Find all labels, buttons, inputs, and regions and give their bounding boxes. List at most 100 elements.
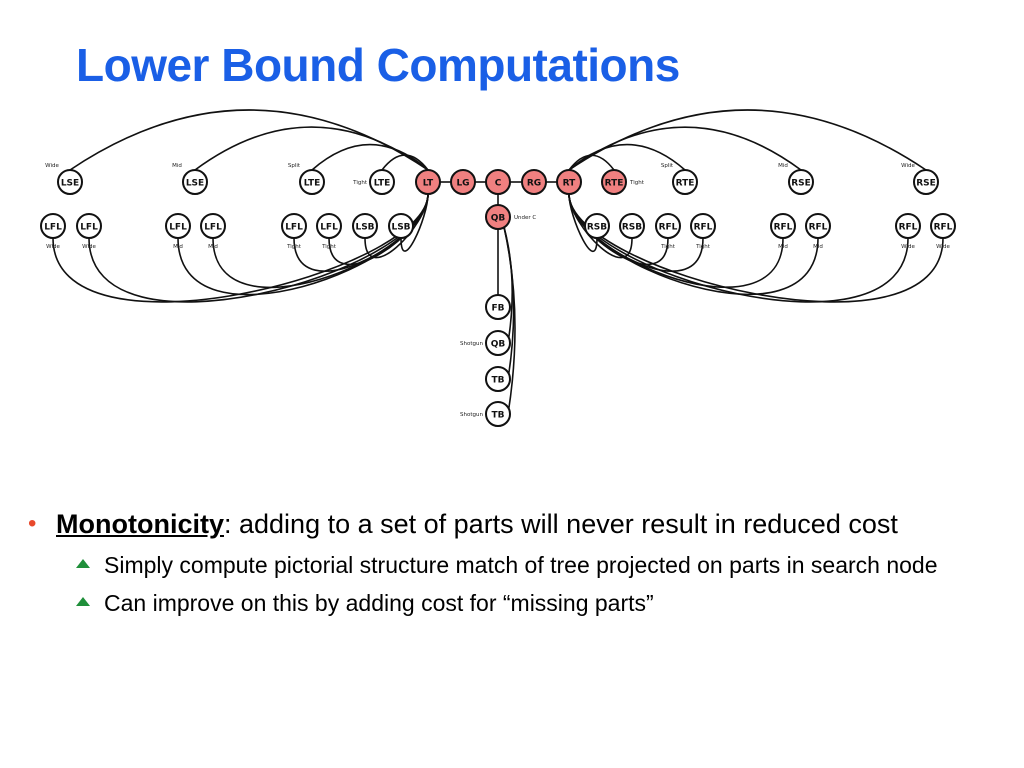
node-rsb1: RSB (584, 213, 610, 239)
triangle-bullet-icon (76, 559, 90, 568)
node-label: LSB (391, 223, 410, 233)
node-rt: RT (556, 169, 582, 195)
node-label: RT (563, 179, 577, 189)
node-label: RSB (587, 223, 607, 233)
node-circle (299, 169, 325, 195)
node-circle (770, 213, 796, 239)
node-rte1: RTE Tight (601, 169, 645, 195)
node-circle (913, 169, 939, 195)
node-label: TB (492, 411, 505, 421)
bullet-colon: : (223, 509, 232, 539)
node-lfl4: LFL Mid (200, 213, 226, 250)
node-circle (76, 213, 102, 239)
node-circle (584, 213, 610, 239)
node-circle (57, 169, 83, 195)
node-circle (485, 169, 511, 195)
edge-lte2-lt (381, 154, 429, 171)
node-circle (805, 213, 831, 239)
node-label: LFL (44, 223, 62, 233)
edge-lsb1-lt (364, 193, 429, 259)
node-circle (619, 213, 645, 239)
node-label: RFL (934, 223, 953, 233)
node-c: C (485, 169, 511, 195)
node-label: TB (492, 376, 505, 386)
bullet-dot-icon: • (28, 510, 37, 537)
node-tag: Wide (901, 163, 915, 169)
node-label: LG (456, 179, 469, 189)
node-circle (200, 213, 226, 239)
node-label: RFL (659, 223, 678, 233)
triangle-bullet-icon (76, 597, 90, 606)
node-circle (369, 169, 395, 195)
edge-lsb2-lt (400, 193, 429, 252)
node-label: LFL (285, 223, 303, 233)
node-label: RSE (791, 179, 811, 189)
node-tag: Wide (936, 244, 950, 250)
node-rfl1: RFL Tight (655, 213, 681, 250)
node-tag: Wide (901, 244, 915, 250)
node-circle (556, 169, 582, 195)
node-tag: Tight (660, 244, 676, 250)
sub-bullet-1: Simply compute pictorial structure match… (28, 549, 988, 581)
node-rsb2: RSB (619, 213, 645, 239)
node-rg: RG (521, 169, 547, 195)
node-tb2: TB Shotgun (460, 401, 511, 427)
sub-bullet-2: Can improve on this by adding cost for “… (28, 587, 988, 619)
node-tag: Shotgun (460, 412, 483, 418)
bullet-term: Monotonicity (56, 509, 224, 539)
node-tag: Wide (45, 163, 59, 169)
node-tag: Tight (286, 244, 302, 250)
node-fb: FB (485, 294, 511, 320)
node-lfl5: LFL Tight (281, 213, 307, 250)
node-tag: Wide (82, 244, 96, 250)
node-tag: Mid (778, 244, 788, 250)
node-circle (40, 213, 66, 239)
node-circle (895, 213, 921, 239)
node-label: LTE (304, 179, 321, 189)
node-label: RSB (622, 223, 642, 233)
node-circle (485, 204, 511, 230)
slide-title: Lower Bound Computations (76, 39, 680, 91)
node-circle (485, 330, 511, 356)
node-tag: Tight (629, 180, 645, 186)
node-rfl6: RFL Wide (930, 213, 956, 250)
node-circle (182, 169, 208, 195)
node-tag: Shotgun (460, 341, 483, 347)
node-label: RG (527, 179, 541, 189)
node-tag: Mid (208, 244, 218, 250)
sub-bullet-text: Simply compute pictorial structure match… (104, 552, 938, 578)
node-circle (450, 169, 476, 195)
node-circle (485, 366, 511, 392)
node-lsb2: LSB (388, 213, 414, 239)
node-label: C (495, 179, 502, 189)
node-label: LSE (186, 179, 204, 189)
edge-lte1-lt (311, 143, 429, 171)
node-circle (352, 213, 378, 239)
node-tag: Tight (695, 244, 711, 250)
node-label: RTE (605, 179, 624, 189)
node-label: LT (423, 179, 434, 189)
node-lt: LT (415, 169, 441, 195)
node-rse2: RSE Wide (901, 163, 939, 195)
node-lg: LG (450, 169, 476, 195)
node-label: RFL (809, 223, 828, 233)
node-label: RSE (916, 179, 936, 189)
node-tag: Mid (173, 244, 183, 250)
node-label: LFL (204, 223, 222, 233)
bullet-text: adding to a set of parts will never resu… (231, 509, 898, 539)
